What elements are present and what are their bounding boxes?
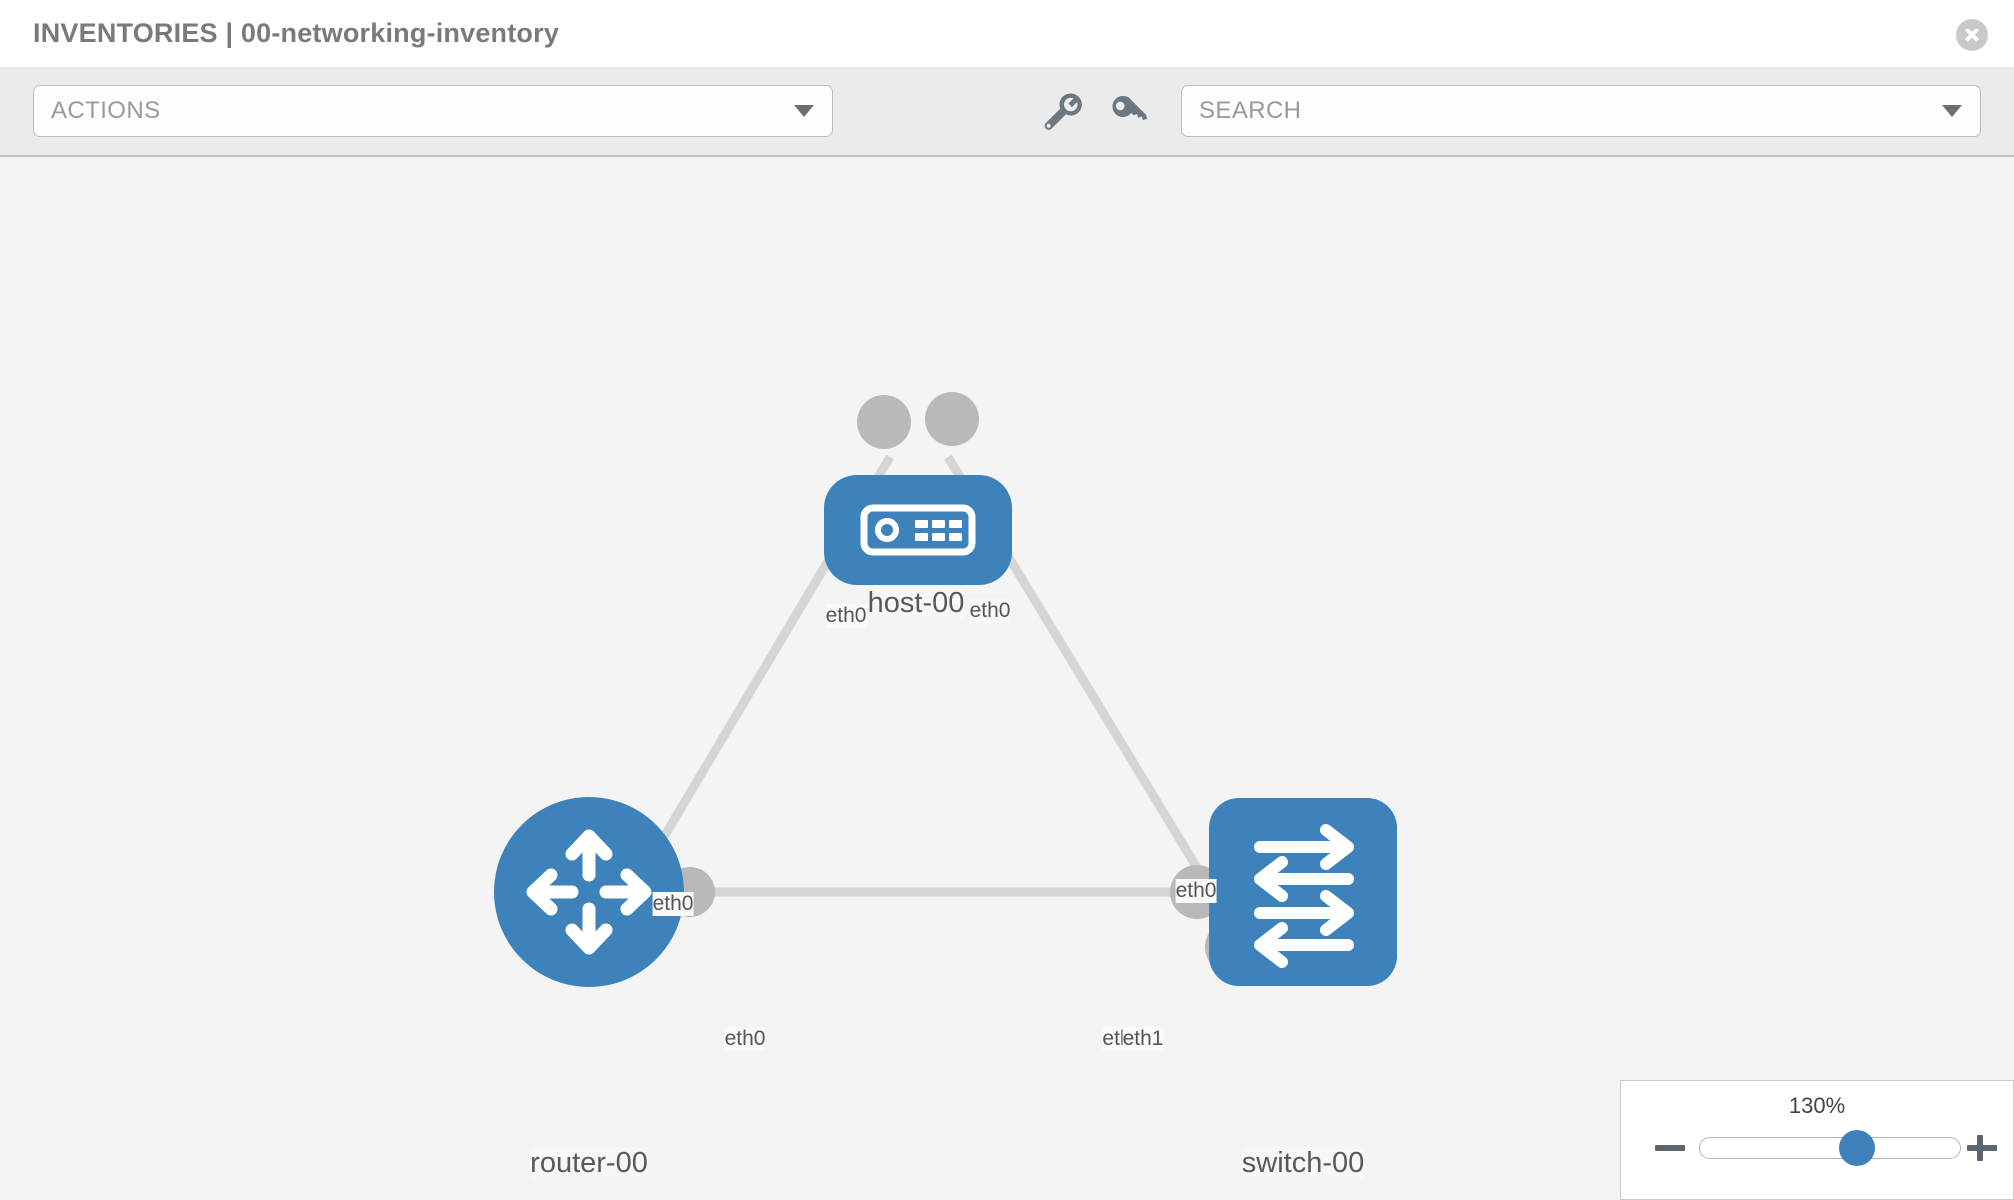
toolbar: ACTIONS SEARCH — [0, 67, 2014, 157]
node-label-host-00: host-00 — [867, 587, 965, 620]
chevron-down-icon — [794, 105, 814, 117]
search-input-value: SEARCH — [1199, 97, 1302, 124]
node-switch-00 — [1209, 798, 1397, 986]
iface-label: eth0 — [969, 599, 1011, 623]
page-header: INVENTORIES | 00-networking-inventory — [0, 0, 2014, 67]
topology-graph — [494, 392, 1397, 987]
zoom-out-button[interactable] — [1653, 1131, 1687, 1165]
wrench-icon[interactable] — [1037, 87, 1085, 135]
zoom-slider[interactable] — [1699, 1130, 1961, 1166]
zoom-level-label: 130% — [1788, 1093, 1846, 1118]
zoom-slider-handle[interactable] — [1838, 1130, 1875, 1166]
node-label-switch-00: switch-00 — [1241, 1147, 1365, 1180]
node-host-00 — [824, 475, 1012, 585]
connector-host-left — [857, 395, 911, 449]
actions-dropdown[interactable]: ACTIONS — [33, 85, 833, 137]
iface-label: eth0 — [1175, 879, 1217, 903]
zoom-in-button[interactable] — [1965, 1131, 1999, 1165]
iface-label: eth0 — [652, 892, 694, 916]
key-icon[interactable] — [1105, 87, 1153, 135]
search-input[interactable]: SEARCH — [1181, 85, 1981, 137]
actions-dropdown-label: ACTIONS — [51, 97, 161, 124]
connector-host-right — [925, 392, 979, 446]
topology-canvas[interactable]: eth0 eth0 eth0 eth0 eth0 eth eth1 host-0… — [0, 157, 2014, 1200]
node-label-router-00: router-00 — [530, 1147, 648, 1180]
close-icon[interactable] — [1956, 19, 1988, 51]
node-router-00 — [494, 797, 684, 987]
iface-label: eth0 — [724, 1027, 766, 1051]
chevron-down-icon — [1942, 105, 1962, 117]
iface-label: eth0 — [825, 604, 867, 628]
page-title: INVENTORIES | 00-networking-inventory — [33, 18, 560, 48]
iface-label: eth1 — [1122, 1027, 1164, 1051]
zoom-control-panel: 130% — [1620, 1080, 2014, 1200]
